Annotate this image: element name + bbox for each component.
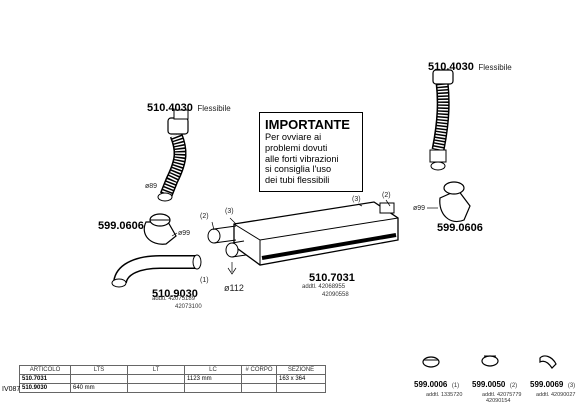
bottom-part-3: 599.0069 (3) addtl. 42090027 (530, 374, 575, 398)
note-line: problemi dovuti (265, 142, 328, 153)
clamp-left-code: 599.0606 (98, 220, 144, 232)
callout-3-right: (3) (352, 196, 361, 203)
note-line: alle forti vibrazioni (265, 153, 339, 164)
bottom-part-2-addtl2: 42090154 (486, 398, 511, 404)
bottom-part-1-code: 599.0006 (414, 380, 448, 389)
side-code: IV087 (2, 386, 21, 393)
muffler-label: 510.7031 (309, 272, 355, 284)
muffler-addtl-label: addtl. (302, 284, 317, 290)
muffler-code: 510.7031 (309, 272, 355, 284)
bottom-part-1-addtl: addtl. 1335720 (426, 392, 463, 398)
spec-table: ARTICOLO LTS LT LC # CORPO SEZIONE 510.7… (19, 365, 326, 393)
pipe-addtl-value-1: 42075189 (168, 296, 196, 302)
table-cell: 1123 mm (184, 374, 242, 384)
header-cell: LT (127, 365, 185, 375)
flex-left-code: 510.4030 (147, 102, 193, 114)
callout-3-left: (3) (225, 208, 234, 215)
note-line: Per ovviare ai (265, 132, 322, 142)
callout-2-left: (2) (200, 213, 209, 220)
table-cell: 510.9030 (19, 383, 71, 393)
tail-pipe (111, 254, 202, 288)
bottom-part-2-ref: (2) (509, 383, 518, 389)
pipe-addtl-label: addtl. (152, 296, 167, 302)
important-note: IMPORTANTE Per ovviare ai problemi dovut… (259, 112, 363, 192)
pipe-addtl-2: 42073100 (175, 304, 202, 310)
pipe-addtl-1: addtl. 42075189 (152, 296, 195, 302)
bottom-clamp-3 (539, 355, 557, 369)
pipe-ref: (1) (200, 277, 209, 284)
pipe-code: 510.9030 (152, 288, 198, 300)
table-row: 510.9030 640 mm (19, 383, 326, 393)
table-cell (241, 374, 277, 384)
muffler-dia: ø112 (224, 283, 244, 293)
muffler (207, 201, 399, 266)
bottom-part-1: 599.0006 (1) addtl. 1335720 (414, 374, 462, 398)
bottom-clamp-2 (481, 355, 499, 367)
header-cell: LC (184, 365, 242, 375)
header-cell: ARTICOLO (19, 365, 71, 375)
clamp-left-dia: ø99 (178, 230, 191, 237)
note-line: dei tubi flessibili (265, 175, 330, 186)
clamp-right-dia: ø99 (413, 205, 426, 212)
flex-right-label: 510.4030 Flessibile (428, 57, 512, 75)
flex-hose-left (157, 109, 189, 202)
flex-left-dia: ø89 (145, 183, 158, 190)
table-cell (241, 383, 277, 393)
muffler-addtl-2: 42090558 (322, 292, 349, 298)
table-cell (276, 383, 326, 393)
flex-right-desc: Flessibile (478, 63, 512, 72)
table-cell (184, 383, 242, 393)
table-cell: 163 x 364 (276, 374, 326, 384)
table-cell: 510.7031 (19, 374, 71, 384)
leader-lines (171, 199, 438, 275)
table-cell (127, 383, 185, 393)
bottom-part-3-ref: (3) (567, 383, 576, 389)
bottom-part-2-code: 599.0050 (472, 380, 506, 389)
flex-hose-right (429, 69, 454, 171)
header-cell: LTS (70, 365, 128, 375)
clamp-left (143, 213, 177, 245)
note-line: si consiglia l'uso (265, 164, 332, 175)
muffler-addtl-value-1: 42068955 (318, 284, 346, 290)
pipe-label: 510.9030 (152, 284, 198, 302)
muffler-addtl-1: addtl. 42068955 (302, 284, 345, 290)
bottom-part-3-code: 599.0069 (530, 380, 564, 389)
table-cell (70, 374, 128, 384)
flex-right-code: 510.4030 (428, 61, 474, 73)
header-cell: SEZIONE (276, 365, 326, 375)
table-row: 510.7031 1123 mm 163 x 364 (19, 374, 326, 384)
bottom-part-3-addtl: addtl. 42090027 (536, 392, 576, 398)
note-title: IMPORTANTE (265, 117, 350, 132)
spec-table-header: ARTICOLO LTS LT LC # CORPO SEZIONE (19, 365, 326, 375)
table-cell: 640 mm (70, 383, 128, 393)
flex-left-desc: Flessibile (197, 104, 231, 113)
callout-2-right: (2) (382, 192, 391, 199)
clamp-right (439, 181, 471, 223)
bottom-clamp-1 (422, 356, 440, 368)
header-cell: # CORPO (241, 365, 277, 375)
bottom-part-1-ref: (1) (451, 383, 460, 389)
clamp-right-code: 599.0606 (437, 222, 483, 234)
flex-left-label: 510.4030 Flessibile (147, 98, 231, 116)
bottom-part-2-addtl: addtl. 42075779 (482, 392, 522, 398)
table-cell (127, 374, 185, 384)
